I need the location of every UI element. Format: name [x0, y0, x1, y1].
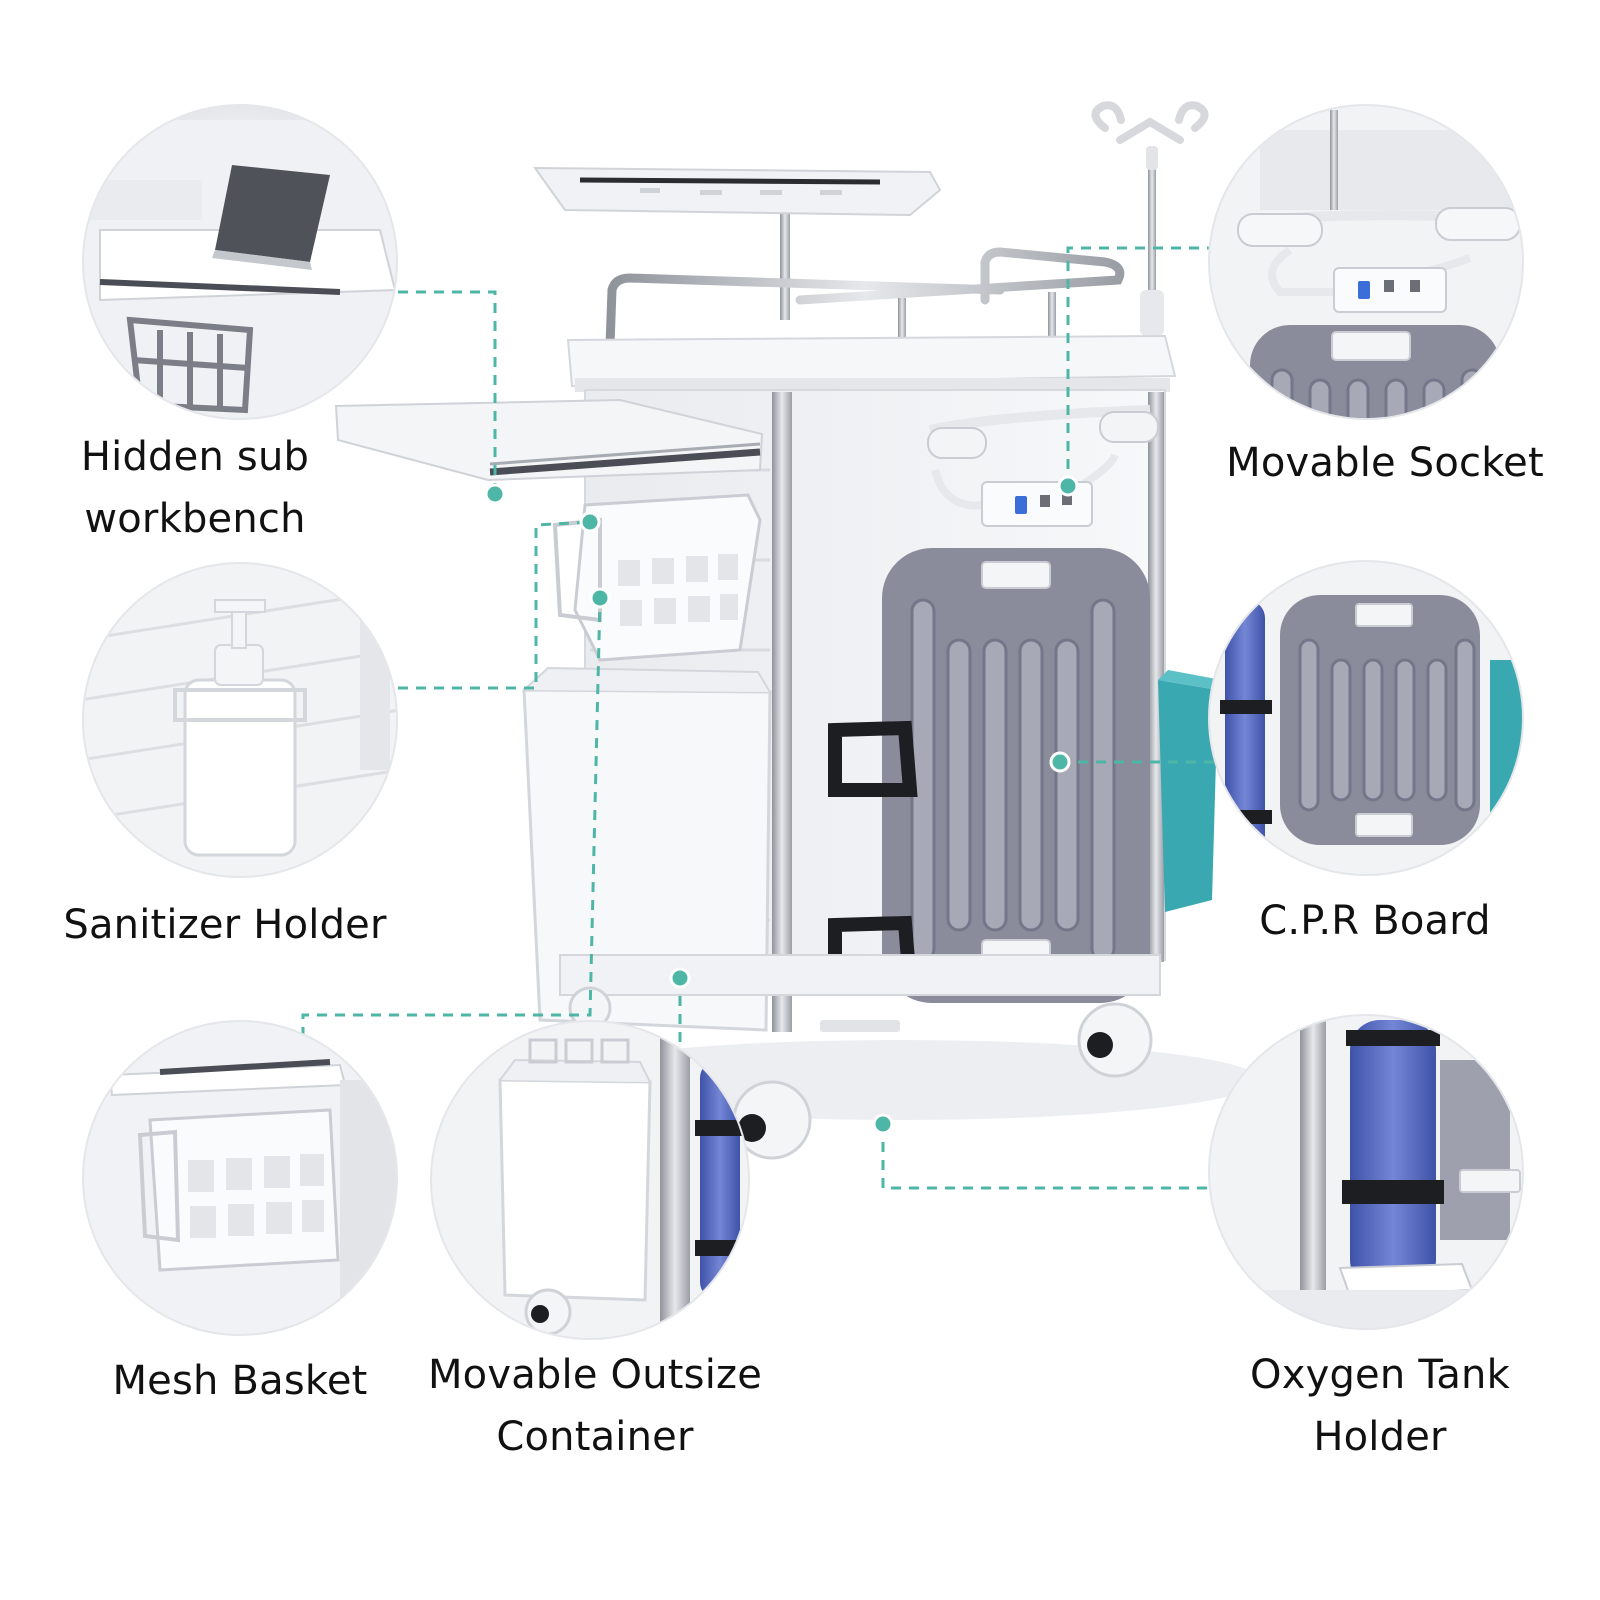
cart-base — [559, 954, 1161, 996]
iv-pole — [1148, 160, 1156, 330]
label-line: Hidden sub — [80, 434, 310, 480]
label-mesh-basket: Mesh Basket — [90, 1350, 390, 1412]
instrument-tray — [533, 166, 942, 217]
label-movable-socket: Movable Socket — [1215, 432, 1555, 494]
label-line: C.P.R Board — [1259, 898, 1491, 944]
label-line: Sanitizer Holder — [63, 902, 387, 948]
guard-rail — [605, 247, 1125, 350]
label-movable-outsize-container: Movable Outsize Container — [410, 1344, 780, 1468]
label-line: Movable Socket — [1226, 440, 1544, 486]
detail-outsize-container — [430, 1020, 750, 1340]
connector-socket — [1066, 246, 1235, 486]
detail-cpr-board — [1208, 560, 1524, 876]
label-line: Oxygen Tank — [1250, 1352, 1510, 1398]
label-line: workbench — [84, 496, 306, 542]
connector-sanitizer — [398, 520, 591, 690]
iv-hooks — [1091, 101, 1209, 144]
label-sanitizer-holder: Sanitizer Holder — [40, 894, 410, 956]
detail-mesh-basket — [82, 1020, 398, 1336]
label-cpr-board: C.P.R Board — [1225, 890, 1525, 952]
detail-movable-socket — [1208, 104, 1524, 420]
side-bin — [1158, 680, 1218, 912]
medical-cart — [334, 101, 1260, 1160]
callout-dots — [484, 475, 1079, 1135]
cart-top — [566, 334, 1177, 388]
detail-hidden-workbench — [82, 104, 398, 420]
detail-sanitizer-holder — [82, 562, 398, 878]
label-line: Movable Outsize — [427, 1352, 763, 1398]
label-hidden-sub-workbench: Hidden sub workbench — [55, 426, 335, 550]
cabinet-cpr-board — [828, 548, 1150, 1003]
cabinet-socket — [927, 405, 1159, 527]
label-oxygen-tank-holder: Oxygen Tank Holder — [1215, 1344, 1545, 1468]
detail-oxygen-tank-holder — [1208, 1014, 1524, 1330]
label-line: Mesh Basket — [112, 1358, 368, 1404]
label-line: Container — [496, 1414, 694, 1460]
connector-sub-workbench — [398, 290, 497, 494]
label-line: Holder — [1313, 1414, 1447, 1460]
connector-oxygen — [881, 1124, 1238, 1190]
cart-mesh-basket — [552, 493, 762, 662]
